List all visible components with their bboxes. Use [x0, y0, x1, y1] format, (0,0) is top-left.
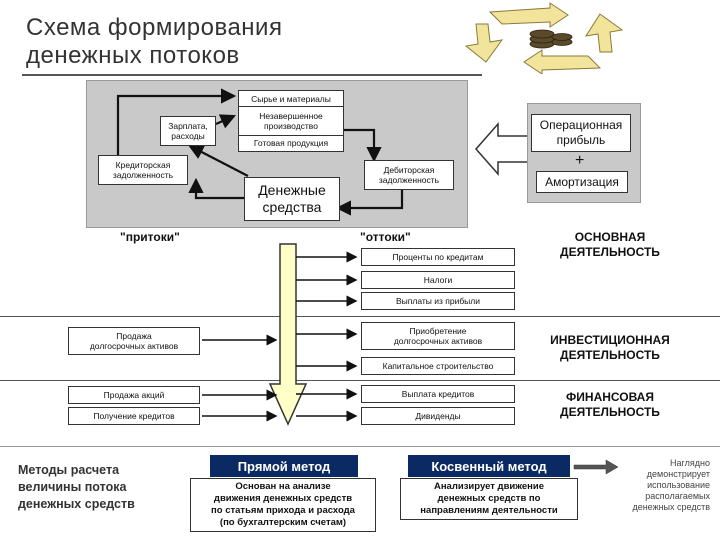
- page-title: Схема формирования денежных потоков: [26, 14, 282, 70]
- circular-arrows-coins-icon: [464, 2, 624, 74]
- note-line-4: располагаемых: [645, 491, 710, 501]
- note-line-1: Наглядно: [670, 458, 710, 468]
- direct-desc-line-4: (по бухгалтерским счетам): [219, 517, 347, 528]
- work-in-progress-box: Незавершенное производство: [239, 107, 343, 136]
- accounts-payable-box: Кредиторская задолженность: [98, 155, 188, 185]
- cash-line-2: средства: [262, 199, 322, 215]
- acquisition-line-2: долгосрочных активов: [393, 336, 483, 346]
- methods-label: Методы расчета величины потока денежных …: [18, 462, 135, 513]
- production-stack: Сырье и материалы Незавершенное производ…: [238, 90, 344, 152]
- receivables-line-2: задолженность: [378, 175, 440, 185]
- cash-box: Денежные средства: [244, 177, 340, 221]
- outflow-loan-repayment-box: Выплата кредитов: [361, 385, 515, 403]
- depreciation-box: Амортизация: [536, 171, 628, 193]
- investing-line-1: ИНВЕСТИЦИОННАЯ: [550, 333, 670, 347]
- title-line-2: денежных потоков: [26, 42, 240, 69]
- financing-line-2: ДЕЯТЕЛЬНОСТЬ: [560, 405, 660, 419]
- asset-sale-line-1: Продажа: [116, 331, 152, 341]
- inflow-loans-received-box: Получение кредитов: [68, 407, 200, 425]
- salary-line-2: расходы: [171, 131, 205, 141]
- inflows-header: "притоки": [120, 230, 180, 244]
- direct-desc-line-2: движения денежных средств: [213, 493, 353, 504]
- divider-operating-investing: [0, 316, 720, 317]
- accounts-receivable-box: Дебиторская задолженность: [364, 160, 454, 190]
- payables-line-2: задолженность: [112, 170, 174, 180]
- direct-method-description: Основан на анализе движения денежных сре…: [190, 478, 376, 532]
- divider-investing-financing: [0, 380, 720, 381]
- salary-expenses-box: Зарплата, расходы: [160, 116, 216, 146]
- outflow-construction-box: Капитальное строительство: [361, 357, 515, 375]
- payables-line-1: Кредиторская: [115, 160, 171, 170]
- cash-line-1: Денежные: [258, 182, 326, 198]
- receivables-line-1: Дебиторская: [383, 165, 435, 175]
- methods-line-2: величины потока: [18, 480, 127, 494]
- outflow-profit-payments-box: Выплаты из прибыли: [361, 292, 515, 310]
- financing-activity-label: ФИНАНСОВАЯ ДЕЯТЕЛЬНОСТЬ: [540, 390, 680, 420]
- financing-line-1: ФИНАНСОВАЯ: [566, 390, 654, 404]
- indirect-desc-line-2: денежных средств по: [437, 493, 541, 504]
- inflow-asset-sale-box: Продажа долгосрочных активов: [68, 327, 200, 355]
- methods-line-3: денежных средств: [18, 497, 135, 511]
- investing-activity-label: ИНВЕСТИЦИОННАЯ ДЕЯТЕЛЬНОСТЬ: [532, 333, 688, 363]
- investing-line-2: ДЕЯТЕЛЬНОСТЬ: [560, 348, 660, 362]
- right-arrow-icon: [573, 459, 619, 475]
- operating-line-1: ОСНОВНАЯ: [574, 230, 646, 244]
- outflow-taxes-box: Налоги: [361, 271, 515, 289]
- plus-sign: +: [575, 152, 585, 169]
- direct-desc-line-3: по статьям прихода и расхода: [211, 505, 355, 516]
- inflow-share-sale-box: Продажа акций: [68, 386, 200, 404]
- wip-line-2: производство: [264, 121, 318, 131]
- direct-desc-line-1: Основан на анализе: [235, 481, 331, 492]
- indirect-method-title: Косвенный метод: [408, 455, 570, 477]
- note-line-3: использование: [647, 480, 710, 490]
- note-line-5: денежных средств: [632, 502, 710, 512]
- outflows-header: "оттоки": [360, 230, 411, 244]
- indirect-method-note: Наглядно демонстрирует использование рас…: [594, 458, 710, 513]
- indirect-desc-line-3: направлениям деятельности: [420, 505, 558, 516]
- outflow-dividends-box: Дивиденды: [361, 407, 515, 425]
- operating-line-2: ДЕЯТЕЛЬНОСТЬ: [560, 245, 660, 259]
- direct-method-title: Прямой метод: [210, 455, 358, 477]
- finished-goods-box: Готовая продукция: [253, 138, 329, 149]
- indirect-method-description: Анализирует движение денежных средств по…: [400, 478, 578, 520]
- raw-materials-box: Сырье и материалы: [239, 91, 343, 108]
- operating-activity-label: ОСНОВНАЯ ДЕЯТЕЛЬНОСТЬ: [540, 230, 680, 260]
- title-line-1: Схема формирования: [26, 14, 283, 41]
- title-underline: [22, 74, 482, 76]
- wip-line-1: Незавершенное: [259, 111, 323, 121]
- methods-line-1: Методы расчета: [18, 463, 120, 477]
- cycle-arrows: [116, 88, 404, 216]
- divider-methods: [0, 446, 720, 447]
- outflow-interest-box: Проценты по кредитам: [361, 248, 515, 266]
- profit-line-1: Операционная: [539, 118, 623, 132]
- salary-line-1: Зарплата,: [168, 121, 208, 131]
- acquisition-line-1: Приобретение: [409, 326, 467, 336]
- note-line-2: демонстрирует: [646, 469, 710, 479]
- asset-sale-line-2: долгосрочных активов: [89, 341, 179, 351]
- outflow-asset-acquisition-box: Приобретение долгосрочных активов: [361, 322, 515, 350]
- profit-line-2: прибыль: [556, 133, 606, 147]
- indirect-desc-line-1: Анализирует движение: [433, 481, 545, 492]
- operating-profit-box: Операционная прибыль: [531, 114, 631, 152]
